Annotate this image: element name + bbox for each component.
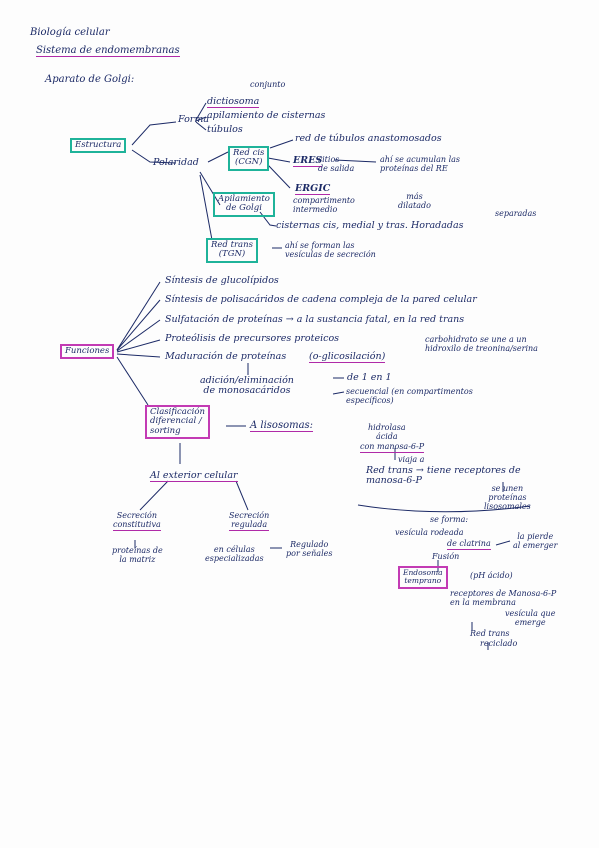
red-cis-desc: red de túbulos anastomosados	[295, 133, 442, 144]
ph-text: (pH ácido)	[470, 571, 513, 580]
celulas-text: en células especializadas	[205, 545, 264, 563]
se-unen-note: se unen proteínas lisosomales	[484, 484, 531, 511]
funcion-item-2: Síntesis de polisacáridos de cadena comp…	[165, 294, 477, 305]
topic-title: Sistema de endomembranas	[36, 45, 180, 57]
clatrina-text: de clatrina	[447, 539, 491, 550]
funcion-item-3: Sulfatación de proteínas → a la sustanci…	[165, 314, 465, 325]
ergic-label: ERGIC	[295, 183, 331, 196]
red-trans-receptores: Red trans → tiene receptores de manosa-6…	[366, 465, 521, 487]
forma-item-dictiosoma: dictiosoma	[207, 96, 260, 109]
regulado-text: Regulado por señales	[286, 540, 333, 558]
eres-note: ahí se acumulan las proteínas del RE	[380, 155, 461, 173]
hidrolasa-text: hidrolasa ácida	[368, 423, 406, 441]
endosoma-box: Endosoma temprano	[398, 566, 448, 589]
subject-title: Biología celular	[30, 27, 110, 38]
pierde-note: la pierde al emerger	[513, 532, 558, 550]
reciclado-text: reciclado	[480, 639, 518, 648]
funcion-item-4: Proteólisis de precursores proteicos	[165, 333, 340, 344]
constitutiva-desc: proteínas de la matriz	[112, 546, 163, 564]
vesicula-emerge: vesícula que emerge	[505, 609, 556, 627]
o-glicosilacion: (o-glicosilación)	[309, 351, 386, 364]
se-forma-text: se forma:	[430, 515, 469, 524]
estructura-box: Estructura	[70, 138, 127, 154]
carbohidratos-note: carbohidrato se une a un hidroxilo de tr…	[425, 335, 538, 353]
funcion-item-1: Síntesis de glucolípidos	[165, 275, 279, 286]
conjunto-note: conjunto	[250, 80, 286, 89]
lisosomas-label: A lisosomas:	[250, 420, 314, 432]
eres-desc: sitios de salida	[318, 155, 355, 173]
de-1-en-1: de 1 en 1	[347, 372, 392, 383]
vesicula-text: vesícula rodeada	[395, 528, 464, 537]
funciones-box: Funciones	[60, 344, 115, 360]
eres-label: ERES	[293, 155, 323, 168]
polaridad-label: Polaridad	[153, 157, 199, 168]
adicion-text: adición/eliminación de monosacáridos	[200, 375, 294, 397]
regulada-label: Secreción regulada	[229, 511, 270, 531]
separadas-note: separadas	[495, 209, 537, 218]
section-title: Aparato de Golgi:	[45, 74, 135, 85]
clasificacion-box: Clasificación diferencial / sorting	[145, 405, 210, 440]
red-trans-desc: ahí se forman las vesículas de secreción	[285, 241, 376, 259]
secuencial-text: secuencial (en compartimentos específico…	[346, 387, 473, 405]
red-cis-box: Red cis (CGN)	[228, 146, 270, 171]
apilamiento-box: Apilamiento de Golgi	[213, 192, 275, 217]
constitutiva-label: Secreción constitutiva	[113, 511, 161, 531]
manosa-text: con manosa-6-P	[360, 442, 425, 453]
exterior-label: Al exterior celular	[150, 470, 238, 483]
red-trans-box: Red trans (TGN)	[206, 238, 258, 263]
forma-item-tubulos: túbulos	[207, 124, 243, 135]
funcion-item-5: Maduración de proteínas	[165, 351, 287, 362]
receptores-manosa: receptores de Manosa-6-P en la membrana	[450, 589, 557, 607]
red-trans-final: Red trans	[470, 629, 510, 638]
fusion-text: Fusión	[432, 552, 460, 561]
forma-label: Forma	[178, 114, 210, 125]
mas-dilatado-note: más dilatado	[398, 192, 431, 210]
forma-item-cisternas: apilamiento de cisternas	[207, 110, 326, 121]
ergic-desc: compartimento intermedio	[293, 196, 355, 214]
viaja-text: viaja a	[398, 455, 425, 464]
cisternas-text: cisternas cis, medial y tras. Horadadas	[276, 220, 464, 231]
